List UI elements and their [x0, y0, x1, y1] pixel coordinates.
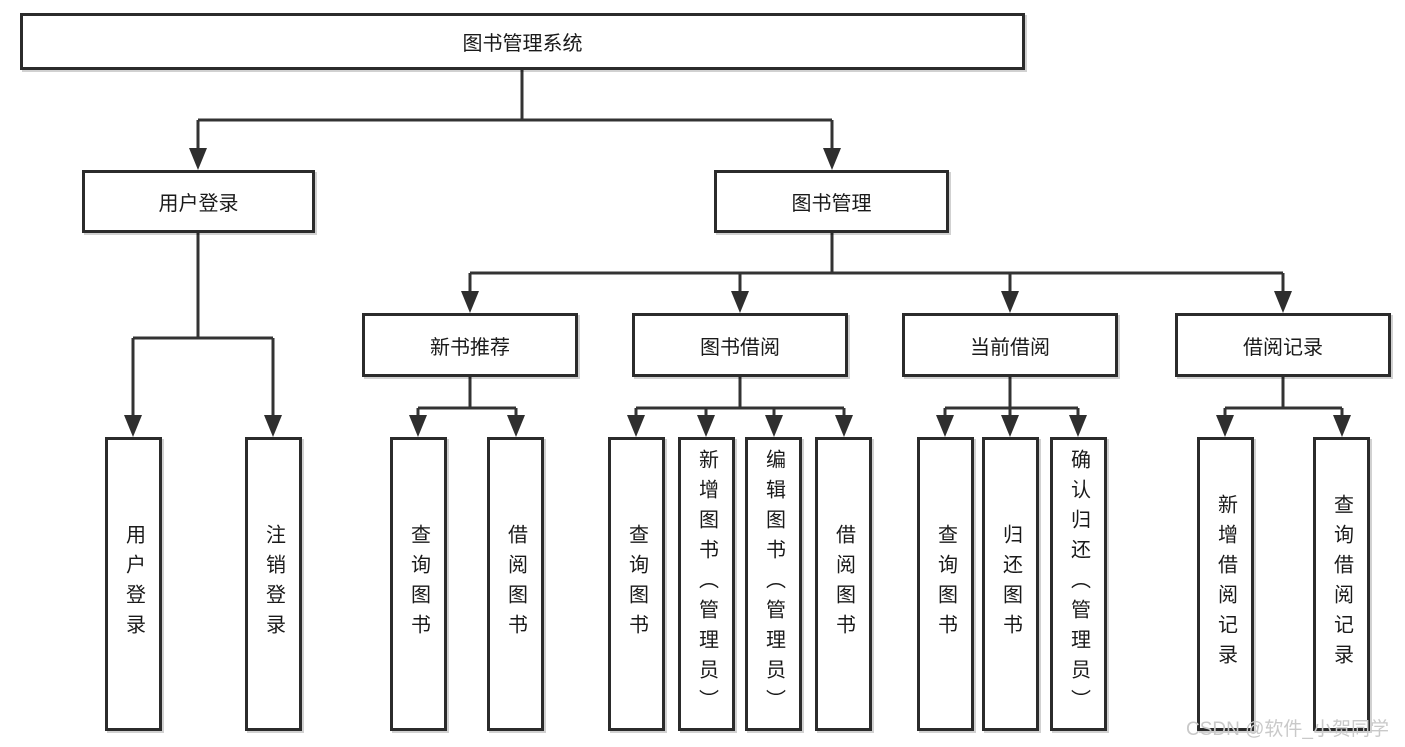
arrowhead-icon [1216, 415, 1234, 437]
node-label: 查询图书 [625, 524, 648, 644]
node-label: 图书借阅 [700, 336, 780, 359]
arrowhead-icon [124, 415, 142, 437]
arrowhead-icon [731, 291, 749, 313]
leaf-query-books-current: 查询图书 [917, 437, 974, 731]
connector-new-book-to-children [416, 377, 518, 419]
node-label: 编辑图书（管理员） [762, 449, 785, 719]
leaf-add-borrow-record: 新增借阅记录 [1197, 437, 1254, 731]
leaf-return-books: 归还图书 [982, 437, 1039, 731]
leaf-logout: 注销登录 [245, 437, 302, 731]
node-label: 用户登录 [158, 193, 239, 215]
arrowhead-icon [461, 291, 479, 313]
arrowhead-icon [1069, 415, 1087, 437]
leaf-query-borrow-record: 查询借阅记录 [1313, 437, 1370, 731]
node-label: 查询图书 [934, 524, 957, 644]
node-label: 查询图书 [407, 524, 430, 644]
arrowhead-icon [1274, 291, 1292, 313]
node-label: 查询借阅记录 [1330, 494, 1353, 674]
node-label: 当前借阅 [970, 336, 1050, 359]
arrowhead-icon [507, 415, 525, 437]
leaf-borrow-books: 借阅图书 [815, 437, 872, 731]
node-book-management: 图书管理 [714, 170, 949, 233]
node-label: 借阅图书 [832, 524, 855, 644]
leaf-add-books-admin: 新增图书（管理员） [678, 437, 735, 731]
node-label: 图书管理 [791, 193, 872, 215]
connector-current-borrow-to-children [943, 377, 1080, 419]
leaf-edit-books-admin: 编辑图书（管理员） [745, 437, 802, 731]
node-library-management-system: 图书管理系统 [20, 13, 1025, 70]
arrowhead-icon [189, 148, 207, 170]
connector-root-to-level2 [196, 70, 834, 152]
leaf-query-books-borrow: 查询图书 [608, 437, 665, 731]
node-label: 确认归还（管理员） [1067, 449, 1090, 719]
connector-book-mgmt-to-level3 [468, 233, 1285, 294]
node-borrowing-records: 借阅记录 [1175, 313, 1391, 377]
arrowhead-icon [697, 415, 715, 437]
leaf-query-books-recommend: 查询图书 [390, 437, 447, 731]
node-new-book-recommendation: 新书推荐 [362, 313, 578, 377]
arrowhead-icon [765, 415, 783, 437]
node-label: 借阅图书 [504, 524, 527, 644]
arrowhead-icon [627, 415, 645, 437]
node-label: 新书推荐 [430, 336, 510, 359]
leaf-user-login: 用户登录 [105, 437, 162, 731]
csdn-watermark: CSDN @软件_小贺同学 [1186, 719, 1389, 740]
node-label: 归还图书 [999, 524, 1022, 644]
node-user-login: 用户登录 [82, 170, 315, 233]
node-label: 借阅记录 [1243, 336, 1323, 359]
node-book-borrowing: 图书借阅 [632, 313, 848, 377]
arrowhead-icon [823, 148, 841, 170]
connector-user-login-to-children [131, 233, 275, 419]
node-label: 新增借阅记录 [1214, 494, 1237, 674]
connector-book-borrow-to-children [634, 377, 846, 419]
node-label: 图书管理系统 [462, 33, 583, 55]
node-label: 注销登录 [262, 524, 285, 644]
node-label: 用户登录 [122, 524, 145, 644]
arrowhead-icon [1001, 291, 1019, 313]
arrowhead-icon [1001, 415, 1019, 437]
node-current-borrowing: 当前借阅 [902, 313, 1118, 377]
arrowhead-icon [936, 415, 954, 437]
connector-records-to-children [1223, 377, 1344, 419]
arrowhead-icon [835, 415, 853, 437]
node-label: 新增图书（管理员） [695, 449, 718, 719]
leaf-confirm-return-admin: 确认归还（管理员） [1050, 437, 1107, 731]
arrowhead-icon [409, 415, 427, 437]
leaf-borrow-books-recommend: 借阅图书 [487, 437, 544, 731]
arrowhead-icon [264, 415, 282, 437]
arrowhead-icon [1333, 415, 1351, 437]
